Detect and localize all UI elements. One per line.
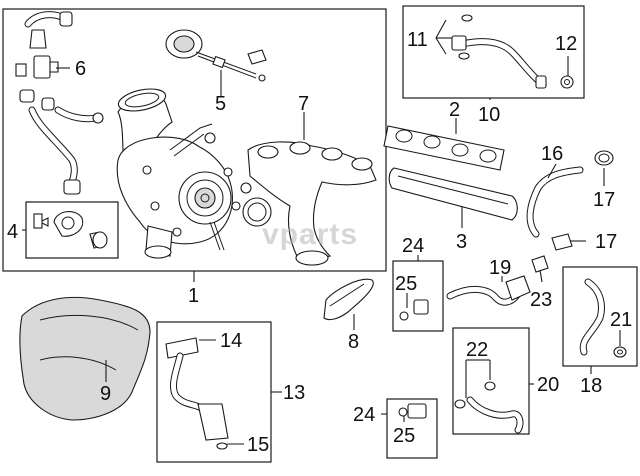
callout-19: 19 bbox=[489, 257, 511, 279]
vacuum-hoses bbox=[19, 11, 104, 195]
turbocharger-drawing bbox=[116, 88, 233, 259]
coolant-feed-drawing bbox=[579, 278, 627, 358]
callout-25-lower: 25 bbox=[393, 425, 415, 447]
oil-return-tube-drawing bbox=[165, 337, 229, 450]
fitting-lower-drawing bbox=[398, 403, 427, 419]
callout-13: 13 bbox=[283, 382, 305, 404]
exhaust-manifold-drawing bbox=[204, 132, 377, 266]
callout-11: 11 bbox=[407, 29, 428, 51]
boost-solenoid bbox=[15, 55, 59, 79]
callout-8: 8 bbox=[348, 331, 359, 353]
callout-23: 23 bbox=[530, 289, 552, 311]
callout-9: 9 bbox=[100, 383, 111, 405]
lower-heat-shield-drawing bbox=[19, 296, 151, 421]
wastegate-actuator bbox=[165, 29, 267, 82]
actuator-kit-drawing bbox=[33, 211, 108, 249]
callout-17-lower: 17 bbox=[595, 231, 617, 253]
callout-10: 10 bbox=[478, 104, 500, 126]
frame-fitting-upper bbox=[392, 260, 444, 332]
coolant-pipe-drawing bbox=[446, 275, 531, 306]
heat-shield-drawing bbox=[323, 278, 374, 321]
coolant-hose-drawing bbox=[526, 150, 614, 273]
frame-coolant-return bbox=[452, 327, 530, 435]
callout-24-lower: 24 bbox=[353, 404, 375, 426]
callout-7: 7 bbox=[298, 93, 309, 115]
callout-1: 1 bbox=[188, 285, 199, 307]
callout-2: 2 bbox=[449, 99, 460, 121]
callout-21: 21 bbox=[610, 309, 632, 331]
callout-20: 20 bbox=[537, 374, 559, 396]
callout-3: 3 bbox=[456, 231, 467, 253]
callout-24-upper: 24 bbox=[402, 235, 424, 257]
leader-lines bbox=[22, 19, 621, 445]
callout-12: 12 bbox=[555, 33, 577, 55]
manifold-gaskets bbox=[383, 125, 518, 221]
callout-6: 6 bbox=[75, 58, 86, 80]
callout-22: 22 bbox=[466, 339, 488, 361]
callout-15: 15 bbox=[247, 434, 269, 456]
oil-feed-line-drawing bbox=[451, 14, 574, 89]
callout-5: 5 bbox=[215, 93, 226, 115]
callout-25-upper: 25 bbox=[395, 273, 417, 295]
fitting-upper-drawing bbox=[399, 299, 429, 321]
vparts-watermark: vparts bbox=[262, 218, 358, 251]
callout-labels: 1 2 3 4 5 6 7 8 9 10 11 12 13 14 15 16 1… bbox=[7, 29, 632, 456]
callout-16: 16 bbox=[541, 143, 563, 165]
callout-17-upper: 17 bbox=[593, 189, 615, 211]
callout-4: 4 bbox=[7, 221, 18, 243]
frame-fitting-lower bbox=[386, 398, 438, 459]
callout-14: 14 bbox=[220, 330, 242, 352]
frame-coolant-feed bbox=[562, 266, 638, 367]
callout-18: 18 bbox=[580, 375, 602, 397]
coolant-return-drawing bbox=[454, 381, 524, 434]
frame-oil-feed-line bbox=[402, 5, 585, 99]
